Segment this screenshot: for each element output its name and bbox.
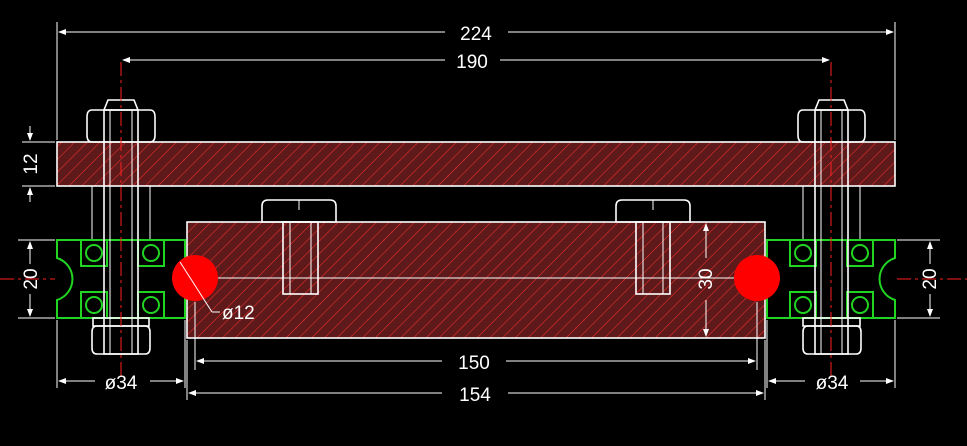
dim-block-height: 30: [696, 223, 717, 337]
dim-12-label: 12: [21, 153, 42, 174]
dim-left-bearing-diameter-label: ø34: [105, 373, 138, 394]
dim-224-label: 224: [460, 24, 492, 45]
dim-overall-width: 224: [56, 22, 896, 140]
left-rod: [172, 255, 218, 301]
dim-rod-diameter: ø12: [179, 261, 255, 324]
dim-inner-length: 150: [194, 302, 758, 374]
dim-block-length: 154: [186, 340, 766, 406]
dim-30-label: 30: [696, 268, 717, 289]
right-bolt: [797, 99, 866, 355]
right-screw: [615, 199, 691, 295]
dim-20-right-label: 20: [920, 268, 941, 289]
center-block: [186, 221, 766, 339]
dim-20-left-label: 20: [21, 268, 42, 289]
top-plate: [56, 141, 896, 187]
dim-right-bearing-height: 20: [897, 239, 941, 319]
dim-150-label: 150: [458, 353, 490, 374]
dim-rod-diameter-label: ø12: [222, 303, 255, 324]
dim-190-label: 190: [456, 52, 488, 73]
dim-bolt-spacing: 190: [122, 52, 830, 73]
center-lines: [0, 62, 967, 376]
dim-left-bearing-height: 20: [18, 239, 55, 319]
left-screw: [261, 199, 337, 295]
dim-right-bearing-diameter: ø34: [766, 320, 896, 394]
dim-right-bearing-diameter-label: ø34: [816, 373, 849, 394]
dim-plate-thickness: 12: [21, 126, 55, 202]
dim-left-bearing-diameter: ø34: [56, 320, 186, 394]
dim-154-label: 154: [459, 385, 491, 406]
right-rod: [734, 255, 780, 301]
right-bearing: [766, 239, 896, 319]
